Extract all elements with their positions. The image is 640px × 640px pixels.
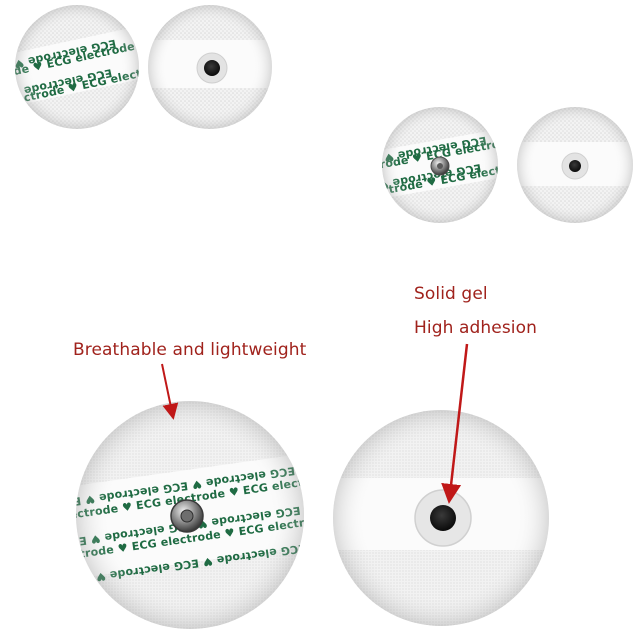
callout-solid-gel: Solid gel [414, 284, 488, 304]
arrow-gel [441, 343, 469, 504]
pad-front-small-2 [382, 107, 498, 223]
pad-front-large [76, 401, 304, 629]
pad-back-large [333, 410, 549, 626]
pad-back-small-2 [517, 107, 633, 223]
pad-front-small-1 [15, 5, 139, 129]
callout-high-adhesion: High adhesion [414, 318, 537, 338]
pad-back-small-1 [148, 5, 272, 129]
callout-breathable: Breathable and lightweight [73, 340, 307, 360]
arrow-breathable [161, 363, 179, 420]
